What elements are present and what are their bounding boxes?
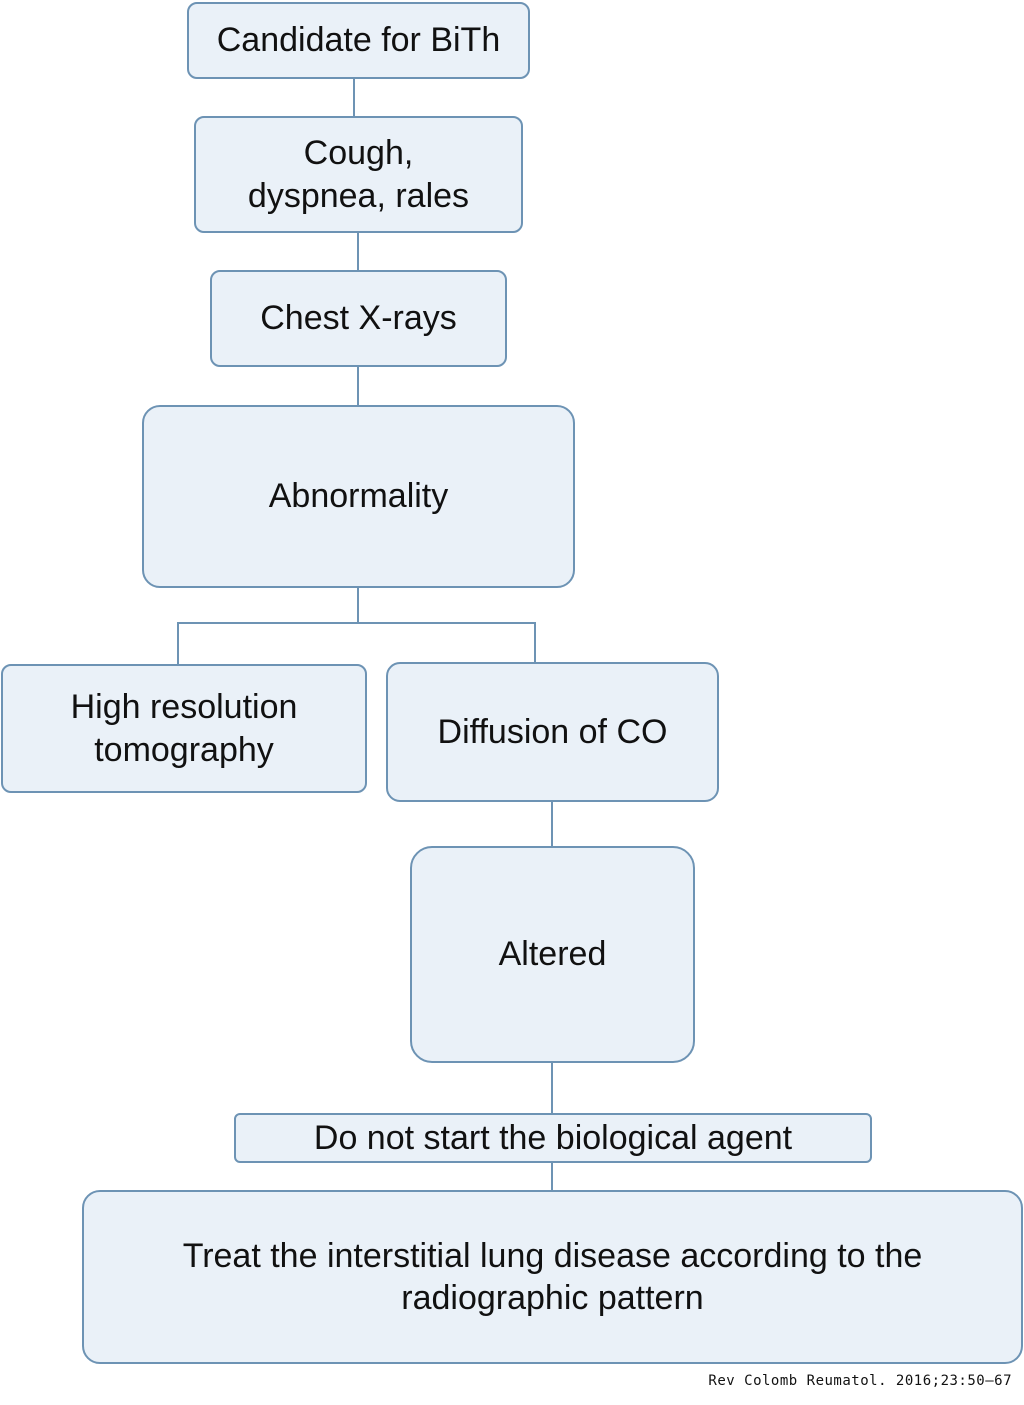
node-do-not-start-label: Do not start the biological agent bbox=[313, 1118, 793, 1157]
node-dlco-label: Diffusion of CO bbox=[437, 712, 668, 751]
node-treat-label: Treat the interstitial lung disease acco… bbox=[182, 1236, 923, 1318]
node-symptoms: Cough, dyspnea, rales bbox=[194, 116, 523, 233]
node-treat: Treat the interstitial lung disease acco… bbox=[82, 1190, 1023, 1364]
node-chest-xray-label: Chest X-rays bbox=[260, 299, 457, 338]
node-do-not-start: Do not start the biological agent bbox=[234, 1113, 872, 1163]
edge-abnormality-dlco bbox=[358, 622, 536, 662]
node-altered: Altered bbox=[410, 846, 695, 1063]
node-abnormality-label: Abnormality bbox=[268, 477, 449, 516]
node-altered-label: Altered bbox=[498, 935, 607, 974]
node-abnormality: Abnormality bbox=[142, 405, 575, 588]
node-symptoms-label: Cough, dyspnea, rales bbox=[247, 134, 470, 215]
citation: Rev Colomb Reumatol. 2016;23:50–67 bbox=[708, 1373, 1012, 1389]
node-candidate-label: Candidate for BiTh bbox=[216, 21, 501, 60]
node-dlco: Diffusion of CO bbox=[386, 662, 719, 802]
node-hrct-label: High resolution tomography bbox=[70, 688, 298, 769]
node-hrct: High resolution tomography bbox=[1, 664, 367, 793]
node-chest-xray: Chest X-rays bbox=[210, 270, 507, 367]
node-candidate: Candidate for BiTh bbox=[187, 2, 530, 79]
edge-abnormality-hrct bbox=[177, 622, 358, 664]
